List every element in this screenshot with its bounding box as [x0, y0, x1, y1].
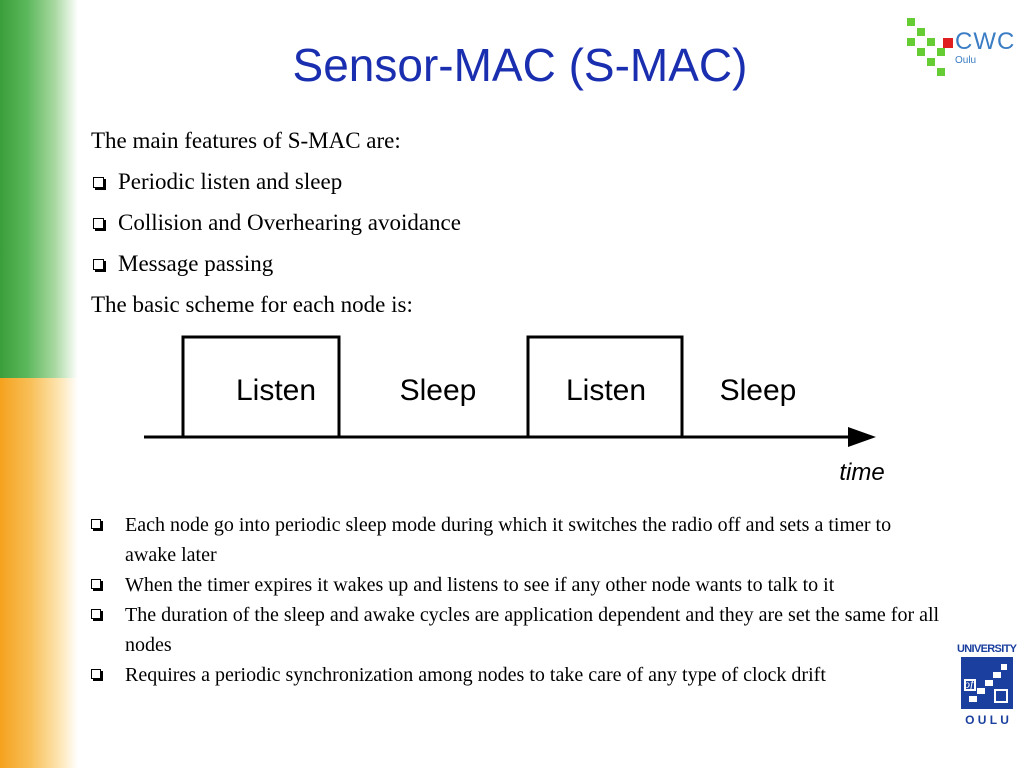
phase-label-sleep-2: Sleep [720, 374, 797, 407]
university-logo-of-text: of [964, 677, 975, 691]
time-axis-arrow-icon [848, 427, 876, 447]
phase-label-sleep-1: Sleep [400, 374, 477, 407]
cwc-logo-text: CWC [955, 28, 1016, 55]
side-decoration-band [0, 0, 78, 768]
cwc-logo-subtext: Oulu [955, 55, 977, 66]
listen-sleep-diagram: Listen Sleep Listen Sleep time [144, 335, 885, 486]
feature-item: Collision and Overhearing avoidance [91, 210, 461, 236]
checkbox-bullet-icon [91, 579, 101, 589]
feature-item: Periodic listen and sleep [91, 169, 342, 195]
list-item: The duration of the sleep and awake cycl… [91, 600, 941, 660]
feature-text: Periodic listen and sleep [118, 169, 343, 194]
time-axis-label: time [839, 459, 884, 486]
feature-text: Collision and Overhearing avoidance [118, 210, 461, 235]
university-logo-pattern [969, 664, 1007, 702]
list-item: Requires a periodic synchronization amon… [91, 660, 941, 690]
features-intro: The main features of S-MAC are: [91, 128, 401, 153]
university-logo-square [964, 679, 976, 691]
side-band-green [0, 0, 78, 378]
checkbox-bullet-icon [91, 669, 101, 679]
listen-pulse-2 [526, 335, 684, 437]
cwc-logo: CWC Oulu [905, 14, 1015, 84]
list-item-text: Requires a periodic synchronization amon… [125, 664, 826, 686]
slide-title: Sensor-MAC (S-MAC) [292, 39, 748, 91]
listen-pulse-1 [181, 335, 341, 437]
checkbox-bullet-icon [91, 519, 101, 529]
list-item: When the timer expires it wakes up and l… [91, 570, 941, 600]
checkbox-bullet-icon [93, 176, 104, 188]
university-logo-bottom-text: O U L U [965, 713, 1009, 727]
scheme-intro: The basic scheme for each node is: [91, 292, 413, 317]
checkbox-bullet-icon [93, 217, 104, 229]
phase-label-listen-1: Listen [236, 374, 316, 407]
feature-item: Message passing [91, 251, 273, 277]
checkbox-bullet-icon [91, 609, 101, 619]
details-list: Each node go into periodic sleep mode du… [91, 510, 941, 690]
checkbox-bullet-icon [93, 258, 104, 270]
list-item-text: Each node go into periodic sleep mode du… [125, 514, 892, 566]
feature-text: Message passing [118, 251, 274, 276]
list-item-text: When the timer expires it wakes up and l… [125, 574, 835, 596]
university-of-oulu-logo: UNIVERSITY of O U L U [957, 643, 1018, 727]
list-item-text: The duration of the sleep and awake cycl… [125, 604, 940, 656]
university-logo-square [994, 689, 1008, 703]
list-item: Each node go into periodic sleep mode du… [91, 510, 941, 570]
phase-label-listen-2: Listen [566, 374, 646, 407]
side-band-orange [0, 378, 78, 768]
university-logo-top-text: UNIVERSITY [957, 643, 1018, 655]
